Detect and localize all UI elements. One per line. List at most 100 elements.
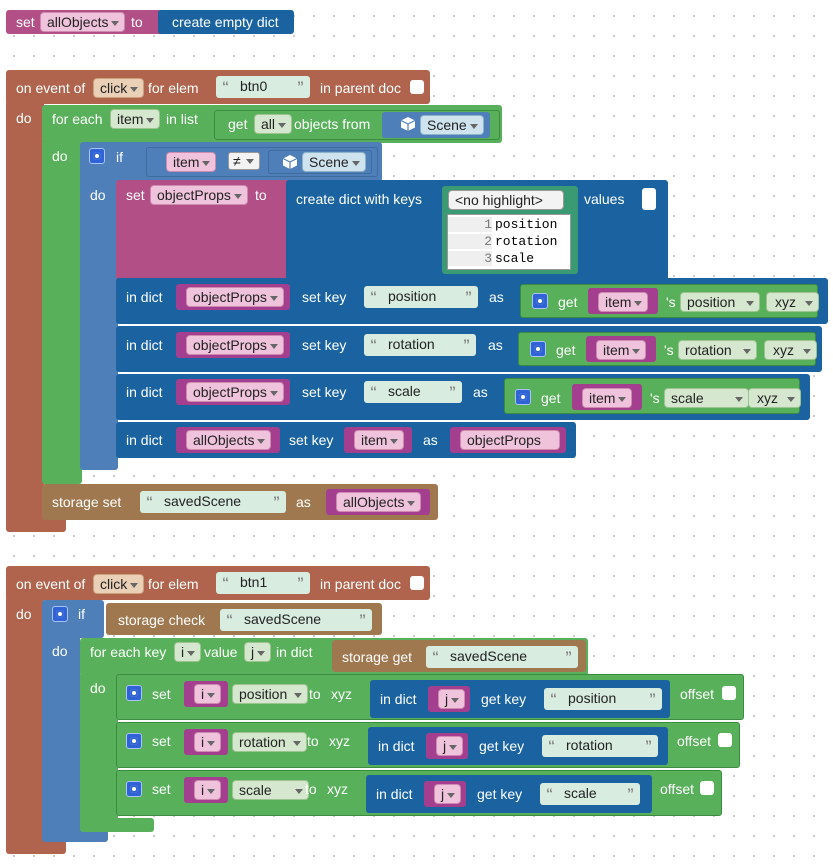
objectprops-dropdown[interactable]: objectProps xyxy=(186,382,284,402)
in-dict-label: in dict xyxy=(126,337,163,353)
allobjects-dropdown[interactable]: allObjects xyxy=(186,430,272,450)
property-dropdown[interactable]: scale xyxy=(664,388,749,408)
objectprops-dropdown[interactable]: objectProps xyxy=(186,335,284,355)
get-key-label: get key xyxy=(479,738,525,754)
elem-string[interactable]: “btn1” xyxy=(216,572,310,594)
objectprops-variable-dropdown[interactable]: objectProps xyxy=(150,185,248,205)
values-label: values xyxy=(584,191,625,207)
to-label: to xyxy=(307,733,319,749)
set-mutator-gear-icon[interactable] xyxy=(126,685,142,701)
storage-check-label: storage check xyxy=(118,612,206,628)
line-number: 1 xyxy=(448,217,492,232)
storage-get-key-string[interactable]: “savedScene” xyxy=(426,646,578,668)
in-list-label: in list xyxy=(166,111,198,127)
as-label: as xyxy=(423,432,438,448)
if-scene-cube-icon xyxy=(282,155,298,169)
to-label: to xyxy=(131,14,143,30)
set-mutator-gear-icon[interactable] xyxy=(126,733,142,749)
key-string-position[interactable]: “position” xyxy=(364,286,478,308)
key-string-scale[interactable]: “scale” xyxy=(364,381,462,403)
i-dropdown[interactable]: i xyxy=(194,780,222,800)
allobjects-storage-dropdown[interactable]: allObjects xyxy=(336,492,422,512)
set-key-label: set key xyxy=(289,432,334,448)
in-dict-label: in dict xyxy=(126,384,163,400)
if-item-variable[interactable]: item xyxy=(166,152,217,172)
objectprops-dropdown[interactable]: objectProps xyxy=(186,287,284,307)
foreach-do-label: do xyxy=(90,680,106,696)
values-empty-slot[interactable] xyxy=(642,188,656,210)
as-label: as xyxy=(296,494,311,510)
property-dropdown[interactable]: rotation xyxy=(678,340,757,360)
in-parent-checkbox[interactable] xyxy=(410,80,424,94)
storage-key-string[interactable]: “savedScene” xyxy=(140,491,286,513)
operator-dropdown[interactable]: ≠ xyxy=(228,152,260,170)
keys-code-editor[interactable]: 1 2 3 position rotation scale xyxy=(447,214,571,270)
get-mutator-gear-icon[interactable] xyxy=(532,293,548,309)
all-dropdown[interactable]: all xyxy=(254,114,293,134)
highlight-dropdown[interactable]: <no highlight> xyxy=(448,190,564,210)
if-mutator-gear-icon[interactable] xyxy=(52,606,68,622)
possessive-label: 's xyxy=(664,342,674,358)
item-key-dropdown[interactable]: item xyxy=(354,430,405,450)
line-number: 2 xyxy=(448,234,492,249)
code-line: position xyxy=(495,217,558,232)
get-mutator-gear-icon[interactable] xyxy=(530,341,546,357)
in-dict-label: in dict xyxy=(276,644,313,660)
offset-checkbox[interactable] xyxy=(722,686,736,700)
possessive-label: 's xyxy=(650,390,660,406)
in-parent-checkbox[interactable] xyxy=(410,576,424,590)
in-dict-label: in dict xyxy=(376,786,413,802)
event-dropdown[interactable]: click xyxy=(93,574,145,594)
offset-checkbox[interactable] xyxy=(700,781,714,795)
in-dict-label: in dict xyxy=(126,289,163,305)
property-dropdown[interactable]: scale xyxy=(232,780,309,800)
objectprops-value-dropdown[interactable]: objectProps xyxy=(460,430,560,450)
value-label: value xyxy=(204,644,238,660)
if-storage-side xyxy=(42,634,80,834)
in-dict-label: in dict xyxy=(126,432,163,448)
event-dropdown[interactable]: click xyxy=(93,78,145,98)
get-mutator-gear-icon[interactable] xyxy=(515,389,531,405)
get-label: get xyxy=(558,294,578,310)
get-key-string-rotation[interactable]: “rotation” xyxy=(542,735,658,757)
property-dropdown[interactable]: position xyxy=(232,684,309,704)
foreach-item-dropdown[interactable]: item xyxy=(110,109,161,129)
if-scene-dropdown[interactable]: Scene xyxy=(302,152,366,172)
create-empty-dict-block[interactable] xyxy=(158,10,294,34)
xyz-dropdown[interactable]: xyz xyxy=(748,388,801,408)
xyz-label: xyz xyxy=(327,781,348,797)
code-line: scale xyxy=(495,251,535,266)
j-dropdown[interactable]: j xyxy=(436,736,464,756)
j-dropdown[interactable]: j xyxy=(438,689,466,709)
do-label: do xyxy=(16,606,32,622)
property-dropdown[interactable]: rotation xyxy=(232,732,307,752)
on-event-label: on event of xyxy=(16,576,86,592)
item-dropdown[interactable]: item xyxy=(598,292,649,312)
xyz-dropdown[interactable]: xyz xyxy=(764,340,817,360)
if-mutator-gear-icon[interactable] xyxy=(89,148,105,164)
get-key-string-position[interactable]: “position” xyxy=(544,688,662,710)
xyz-dropdown[interactable]: xyz xyxy=(766,292,819,312)
get-key-string-scale[interactable]: “scale” xyxy=(540,783,640,805)
foreach-key-label: for each key xyxy=(90,644,167,660)
set-label: set xyxy=(16,14,35,30)
item-dropdown[interactable]: item xyxy=(582,388,633,408)
i-dropdown[interactable]: i xyxy=(194,684,222,704)
value-var-dropdown[interactable]: j xyxy=(244,642,272,662)
offset-label: offset xyxy=(660,781,694,797)
key-string-rotation[interactable]: “rotation” xyxy=(364,334,476,356)
elem-string[interactable]: “btn0” xyxy=(216,76,310,98)
item-dropdown[interactable]: item xyxy=(596,340,647,360)
on-event-label: on event of xyxy=(16,80,86,96)
offset-checkbox[interactable] xyxy=(718,733,732,747)
event-block-btn0-foot xyxy=(6,518,66,532)
i-dropdown[interactable]: i xyxy=(194,732,222,752)
scene-dropdown[interactable]: Scene xyxy=(420,115,484,135)
property-dropdown[interactable]: position xyxy=(680,292,761,312)
key-var-dropdown[interactable]: i xyxy=(174,642,202,662)
set-mutator-gear-icon[interactable] xyxy=(126,781,142,797)
set-to-label: to xyxy=(255,187,267,203)
j-dropdown[interactable]: j xyxy=(434,784,462,804)
variable-dropdown[interactable]: allObjects xyxy=(40,12,126,32)
storage-check-key-string[interactable]: “savedScene” xyxy=(220,609,372,631)
